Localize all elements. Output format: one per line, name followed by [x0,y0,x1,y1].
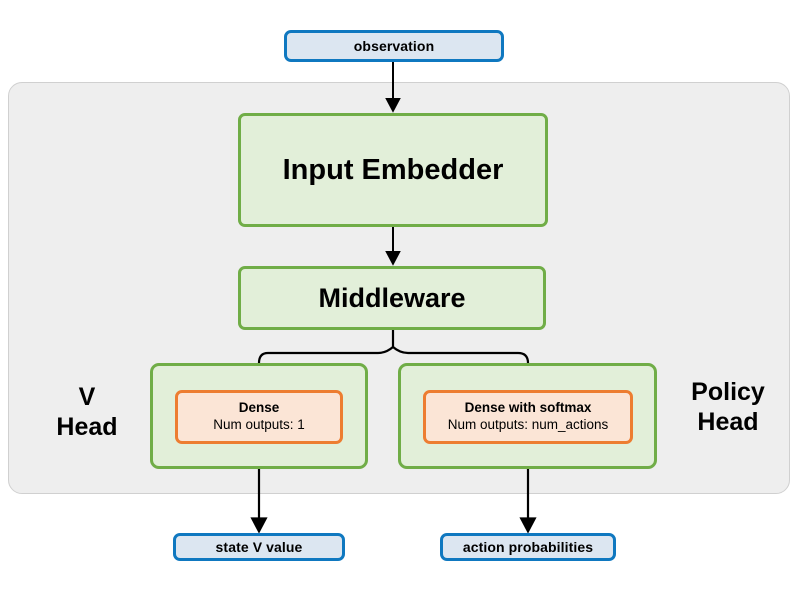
middleware-node[interactable]: Middleware [238,266,546,330]
middleware-label: Middleware [318,282,466,313]
v-head-caption-line2: Head [56,412,118,441]
edge-middleware-to-dense-policy [392,346,537,392]
v-head-caption-line1: V [78,383,96,411]
dense-policy-subtitle: Num outputs: num_actions [447,417,609,432]
input-embedder-label: Input Embedder [282,153,504,186]
edge-middleware-to-dense-v [250,346,394,392]
policy-head-caption-line2: Head [697,407,759,436]
action-probabilities-label: action probabilities [462,539,594,555]
observation-node[interactable]: observation [284,30,504,62]
dense-policy-title: Dense with softmax [464,400,592,416]
dense-v-title: Dense [238,400,280,416]
state-v-value-label: state V value [215,539,303,555]
policy-head-caption: Policy Head [666,378,790,437]
input-embedder-node[interactable]: Input Embedder [238,113,548,227]
observation-label: observation [353,38,435,54]
state-v-value-node[interactable]: state V value [173,533,345,561]
policy-head-caption-line1: Policy [691,378,765,406]
dense-v-node[interactable]: Dense Num outputs: 1 [175,390,343,444]
dense-v-subtitle: Num outputs: 1 [213,417,305,432]
action-probabilities-node[interactable]: action probabilities [440,533,616,561]
dense-policy-node[interactable]: Dense with softmax Num outputs: num_acti… [423,390,633,444]
v-head-caption: V Head [34,383,140,442]
